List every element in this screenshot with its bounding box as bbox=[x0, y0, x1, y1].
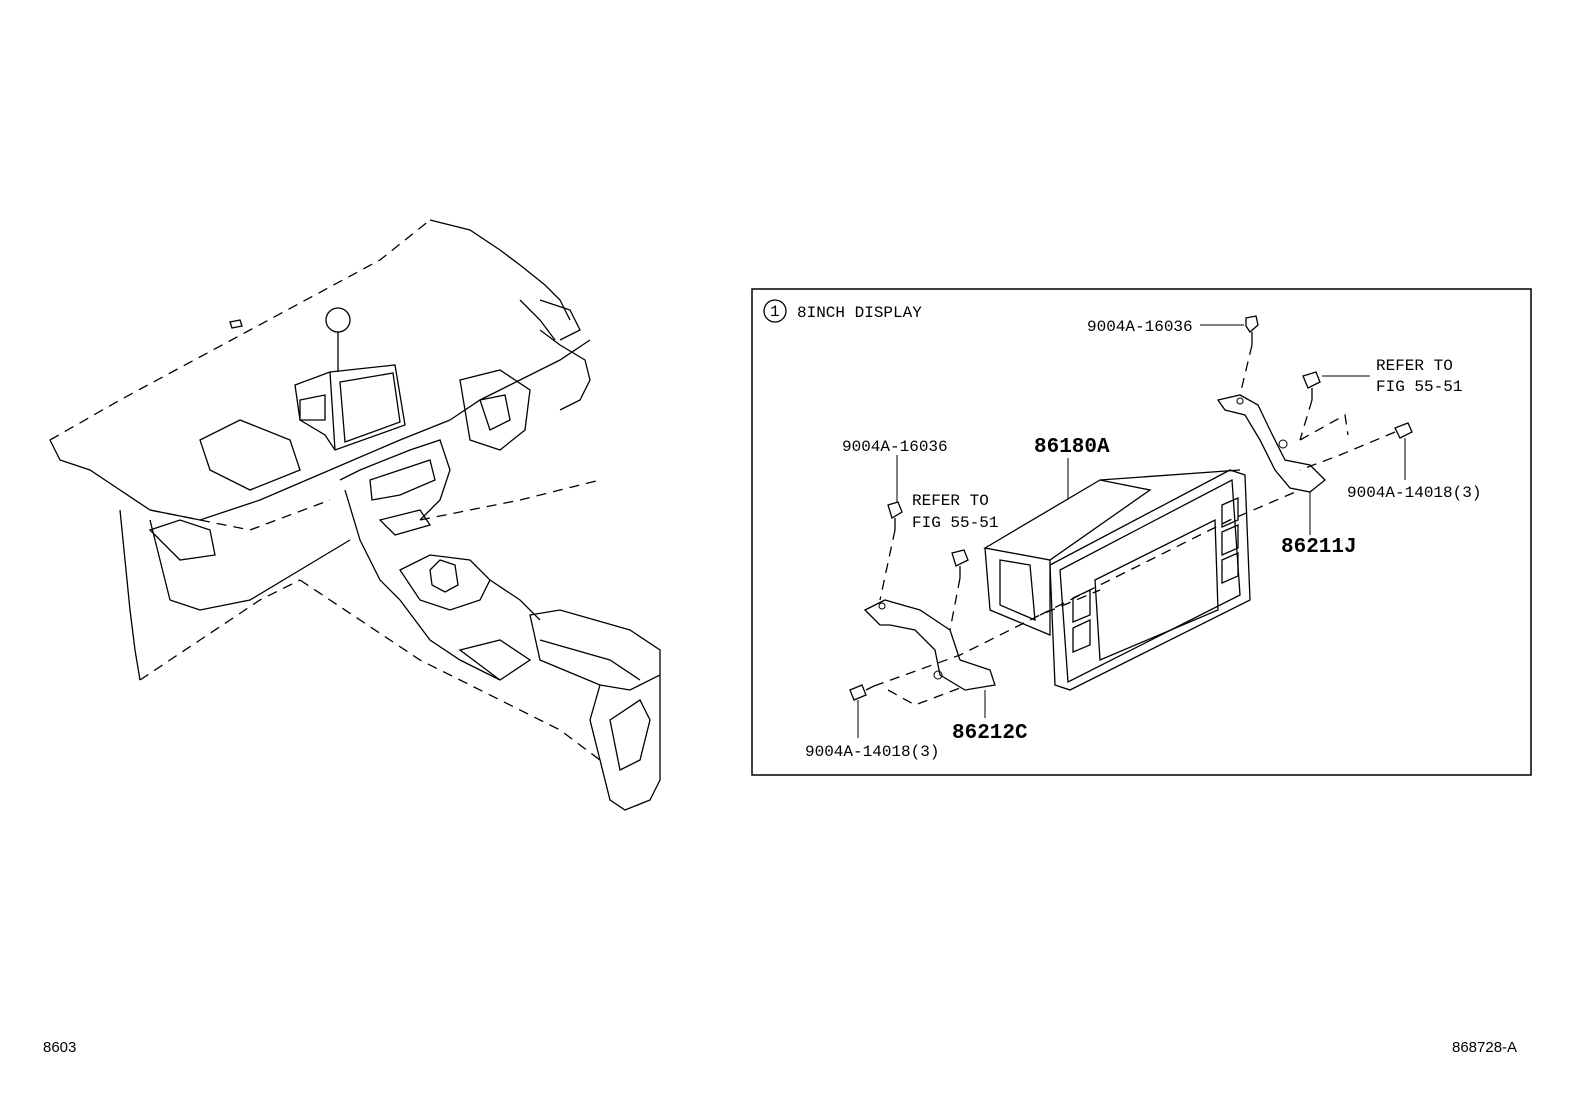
dashboard-illustration bbox=[49, 219, 661, 811]
label-refer-right-1: REFER TO bbox=[1376, 357, 1453, 375]
label-refer-right-2: FIG 55-51 bbox=[1376, 378, 1462, 396]
callout-1-marker bbox=[325, 307, 351, 333]
leader-lines bbox=[857, 324, 1406, 738]
detail-box bbox=[751, 288, 1532, 776]
label-screw-left: 9004A-14018(3) bbox=[805, 743, 939, 761]
figure-code: 868728-A bbox=[1452, 1039, 1518, 1056]
label-display: 86180A bbox=[1034, 436, 1110, 459]
label-screw-right: 9004A-14018(3) bbox=[1347, 484, 1481, 502]
label-clip-right-top: 9004A-16036 bbox=[1087, 318, 1193, 336]
bracket-left bbox=[863, 599, 996, 691]
assembly-lines bbox=[873, 344, 1396, 706]
callout-number: 1 bbox=[770, 303, 780, 321]
label-bracket-right: 86211J bbox=[1281, 536, 1357, 559]
callout-1-circle bbox=[763, 299, 787, 323]
fasteners bbox=[849, 315, 1413, 701]
label-refer-left-2: FIG 55-51 bbox=[912, 514, 998, 532]
page-code: 8603 bbox=[43, 1039, 77, 1056]
display-unit bbox=[983, 469, 1251, 691]
callout-title: 8INCH DISPLAY bbox=[797, 304, 922, 322]
bracket-right bbox=[1216, 394, 1326, 493]
label-clip-left-top: 9004A-16036 bbox=[842, 438, 948, 456]
label-bracket-left: 86212C bbox=[952, 722, 1028, 745]
label-refer-left-1: REFER TO bbox=[912, 492, 989, 510]
